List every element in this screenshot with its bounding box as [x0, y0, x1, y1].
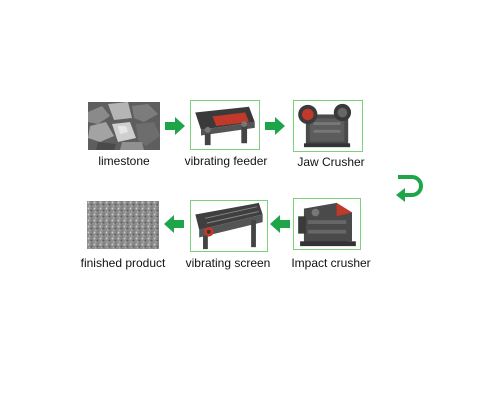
- stage-label-jaw-crusher: Jaw Crusher: [297, 155, 365, 169]
- flow-arrow-right-icon: [165, 117, 185, 135]
- flow-arrow-left-icon: [164, 215, 184, 233]
- gravel-pile-image: [87, 201, 159, 249]
- flow-arrow-right-icon: [265, 117, 285, 135]
- jaw-crusher-image: [293, 100, 363, 152]
- stage-label-vibrating-feeder: vibrating feeder: [184, 154, 268, 168]
- flow-u-turn-arrow-icon: [392, 174, 424, 202]
- vibrating-screen-image: [190, 200, 268, 252]
- vibrating-feeder-image: [190, 100, 260, 150]
- stage-label-limestone: limestone: [98, 154, 150, 168]
- stage-label-vibrating-screen: vibrating screen: [185, 256, 271, 270]
- impact-crusher-image: [293, 198, 361, 250]
- stage-label-finished-product: finished product: [80, 256, 166, 270]
- flow-arrow-left-icon: [270, 215, 290, 233]
- limestone-rocks-image: [88, 102, 160, 150]
- stage-label-impact-crusher: Impact crusher: [291, 256, 371, 270]
